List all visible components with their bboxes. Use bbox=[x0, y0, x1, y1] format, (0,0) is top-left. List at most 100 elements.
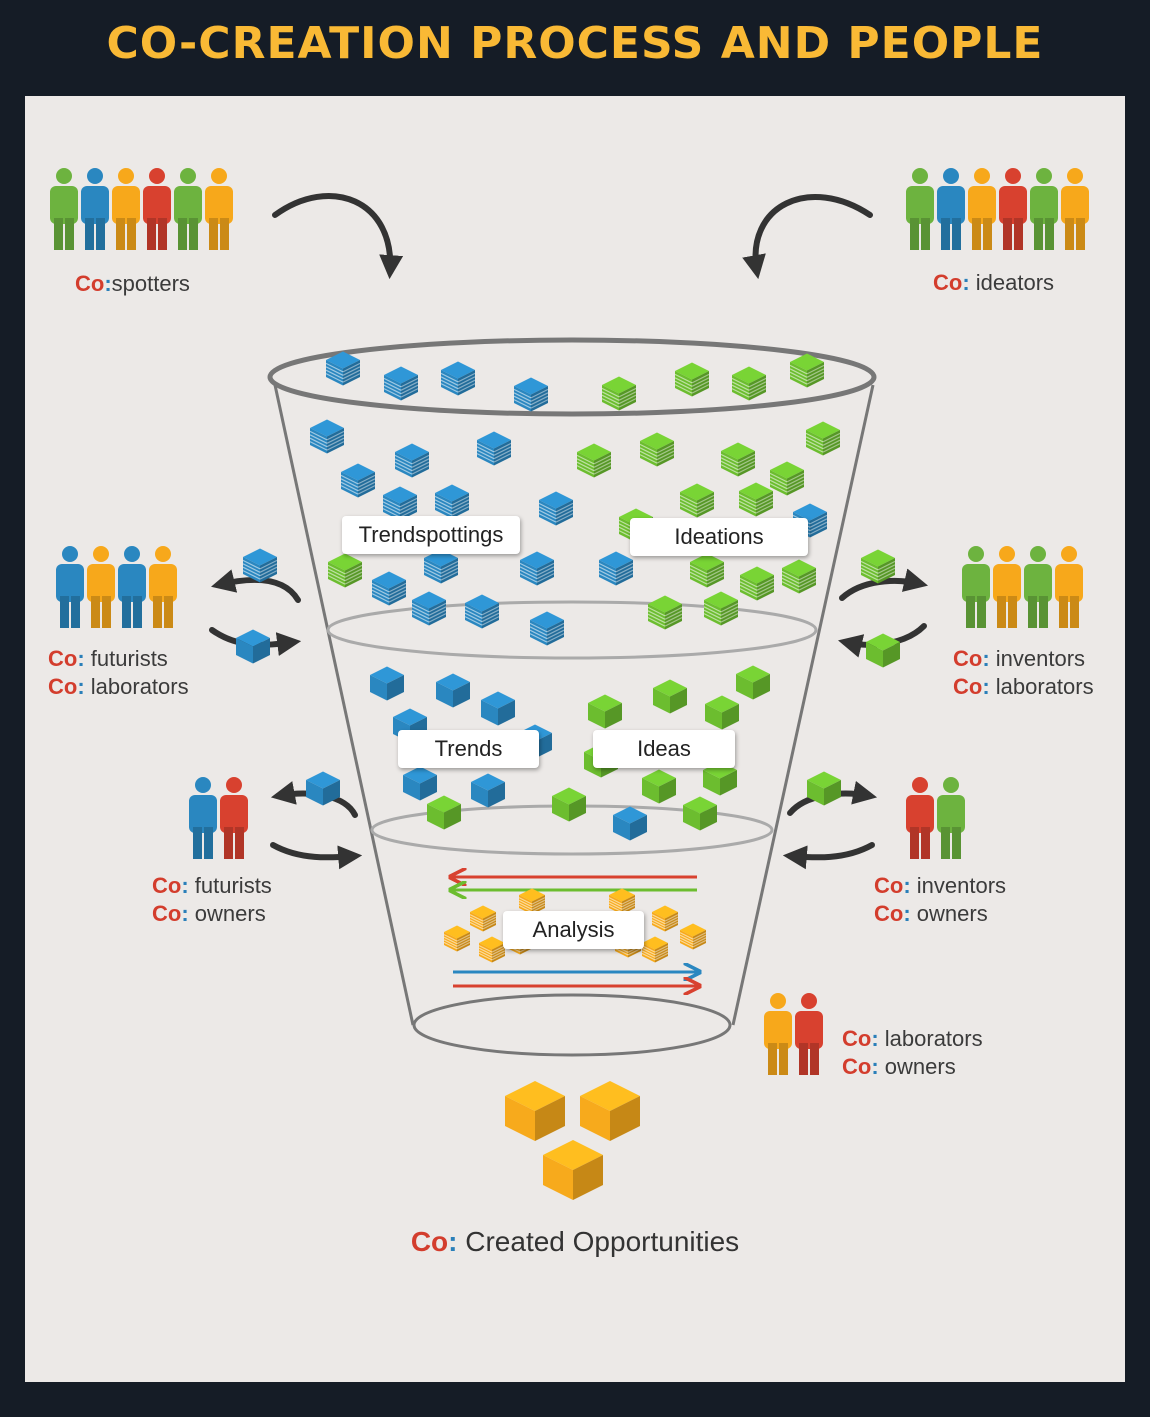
striped-blue-cube-icon bbox=[538, 491, 574, 526]
blue-cube-icon bbox=[436, 673, 470, 708]
blue-cube-icon bbox=[403, 766, 437, 801]
person-icon bbox=[87, 546, 115, 628]
striped-orange-cube-icon bbox=[641, 936, 669, 963]
person-icon bbox=[1055, 546, 1083, 628]
funnel-bottom-rim bbox=[412, 993, 732, 1057]
striped-blue-cube-icon bbox=[382, 486, 418, 521]
striped-blue-cube-icon bbox=[423, 549, 459, 584]
person-icon bbox=[50, 168, 78, 250]
person-icon bbox=[1030, 168, 1058, 250]
person-icon bbox=[968, 168, 996, 250]
person-icon bbox=[937, 777, 965, 859]
arrow-right-top-out bbox=[839, 568, 929, 601]
person-icon bbox=[118, 546, 146, 628]
blue-cube-icon bbox=[236, 629, 270, 664]
label-co-inventors: Co: inventors bbox=[953, 646, 1086, 671]
striped-blue-cube-icon bbox=[411, 591, 447, 626]
people-group-ideators bbox=[906, 168, 1089, 250]
people-group-futurists-owners bbox=[189, 777, 248, 859]
striped-orange-cube-icon bbox=[478, 936, 506, 963]
green-cube-icon bbox=[705, 695, 739, 730]
people-group-futurists-laborators bbox=[56, 546, 177, 628]
person-icon bbox=[795, 993, 823, 1075]
striped-green-cube-icon bbox=[769, 461, 805, 496]
green-cube-icon bbox=[427, 795, 461, 830]
striped-orange-cube-icon bbox=[679, 923, 707, 950]
striped-green-cube-icon bbox=[731, 366, 767, 401]
blue-cube-icon bbox=[481, 691, 515, 726]
analysis-arrows bbox=[452, 877, 698, 986]
page-title: CO-CREATION PROCESS AND PEOPLE bbox=[106, 18, 1044, 69]
arrow-left-mid-in bbox=[270, 842, 363, 870]
striped-green-cube-icon bbox=[679, 483, 715, 518]
green-cube-icon bbox=[866, 633, 900, 668]
striped-orange-cube-icon bbox=[518, 888, 546, 915]
striped-blue-cube-icon bbox=[383, 366, 419, 401]
green-cube-icon bbox=[683, 796, 717, 831]
arrow-spotters-in bbox=[272, 193, 404, 280]
striped-blue-cube-icon bbox=[434, 484, 470, 519]
label-co-inventors: Co: inventors bbox=[874, 873, 1007, 898]
opportunity-cube-icon bbox=[543, 1140, 603, 1200]
striped-blue-cube-icon bbox=[242, 548, 278, 583]
label-co-laborators: Co: laborators bbox=[842, 1026, 983, 1051]
label-co-owners: Co: owners bbox=[842, 1054, 956, 1079]
arrow-ideators-in bbox=[742, 194, 873, 280]
striped-orange-cube-icon bbox=[608, 888, 636, 915]
striped-blue-cube-icon bbox=[513, 377, 549, 412]
blue-cube-icon bbox=[471, 773, 505, 808]
striped-blue-cube-icon bbox=[340, 463, 376, 498]
green-cube-icon bbox=[653, 679, 687, 714]
striped-green-cube-icon bbox=[805, 421, 841, 456]
striped-green-cube-icon bbox=[720, 442, 756, 477]
blue-cube-icon bbox=[613, 806, 647, 841]
label-co-futurists: Co: futurists bbox=[152, 873, 272, 898]
people-group-inventors-laborators bbox=[962, 546, 1083, 628]
striped-blue-cube-icon bbox=[464, 594, 500, 629]
person-icon bbox=[1061, 168, 1089, 250]
label-co-laborators: Co: laborators bbox=[953, 674, 1094, 699]
people-group-inventors-owners bbox=[906, 777, 965, 859]
person-icon bbox=[189, 777, 217, 859]
person-icon bbox=[174, 168, 202, 250]
label-co-owners: Co: owners bbox=[152, 901, 266, 926]
green-cube-icon bbox=[736, 665, 770, 700]
person-icon bbox=[112, 168, 140, 250]
striped-green-cube-icon bbox=[576, 443, 612, 478]
striped-green-cube-icon bbox=[674, 362, 710, 397]
person-icon bbox=[993, 546, 1021, 628]
striped-orange-cube-icon bbox=[469, 905, 497, 932]
cubes bbox=[236, 351, 900, 1200]
green-cube-icon bbox=[588, 694, 622, 729]
person-icon bbox=[962, 546, 990, 628]
person-icon bbox=[764, 993, 792, 1075]
green-cube-icon bbox=[642, 769, 676, 804]
striped-blue-cube-icon bbox=[519, 551, 555, 586]
people bbox=[50, 168, 1089, 1075]
label-co-futurists: Co: futurists bbox=[48, 646, 168, 671]
person-icon bbox=[1024, 546, 1052, 628]
striped-blue-cube-icon bbox=[476, 431, 512, 466]
striped-blue-cube-icon bbox=[440, 361, 476, 396]
striped-green-cube-icon bbox=[703, 591, 739, 626]
striped-orange-cube-icon bbox=[443, 925, 471, 952]
striped-blue-cube-icon bbox=[394, 443, 430, 478]
person-icon bbox=[56, 546, 84, 628]
striped-blue-cube-icon bbox=[371, 571, 407, 606]
striped-green-cube-icon bbox=[689, 553, 725, 588]
stage-trends: Trends bbox=[398, 730, 539, 768]
stage-trendspottings: Trendspottings bbox=[342, 516, 520, 554]
stage-ideas: Ideas bbox=[593, 730, 735, 768]
label-co-ideators: Co: ideators bbox=[933, 270, 1055, 295]
green-cube-icon bbox=[552, 787, 586, 822]
striped-green-cube-icon bbox=[327, 553, 363, 588]
blue-cube-icon bbox=[306, 771, 340, 806]
striped-green-cube-icon bbox=[860, 549, 896, 584]
person-icon bbox=[999, 168, 1027, 250]
person-icon bbox=[220, 777, 248, 859]
striped-blue-cube-icon bbox=[598, 551, 634, 586]
person-icon bbox=[81, 168, 109, 250]
funnel-top-rim bbox=[267, 337, 877, 417]
striped-green-cube-icon bbox=[781, 559, 817, 594]
